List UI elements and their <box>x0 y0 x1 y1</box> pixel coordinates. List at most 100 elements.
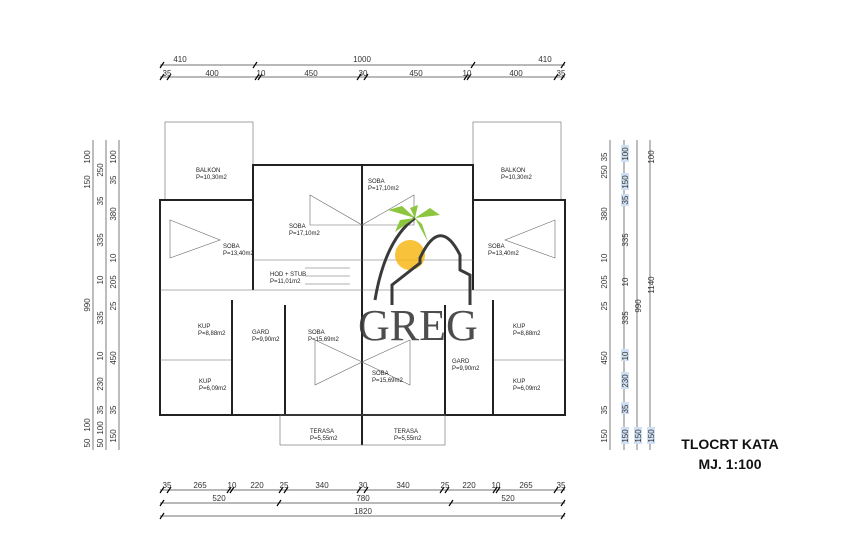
building-outline <box>390 234 472 305</box>
svg-text:KUP: KUP <box>513 379 525 385</box>
dim-label: 10 <box>621 351 630 360</box>
dim-label: 10 <box>463 69 472 78</box>
dim-label: 35 <box>96 405 105 414</box>
dim-label: 520 <box>501 494 515 503</box>
top-dimensions: 410 1000 410 35 400 10 450 30 450 10 400… <box>163 55 566 78</box>
dim-label: 100 <box>621 147 630 161</box>
dim-label: 780 <box>356 494 370 503</box>
dim-label: 335 <box>621 233 630 247</box>
dim-label: 10 <box>228 481 237 490</box>
dim-label: 410 <box>538 55 552 64</box>
dim-label: 150 <box>83 175 92 189</box>
dim-label: 380 <box>600 207 609 221</box>
dim-label: 35 <box>600 152 609 161</box>
svg-text:P=17,10m2: P=17,10m2 <box>289 231 321 237</box>
svg-text:P=9,90m2: P=9,90m2 <box>452 366 480 372</box>
dim-label: 35 <box>600 405 609 414</box>
dim-label: 450 <box>600 351 609 365</box>
dim-label: 150 <box>634 429 643 443</box>
dim-label: 1000 <box>353 55 371 64</box>
svg-text:TERASA: TERASA <box>394 429 418 435</box>
dim-label: 50 <box>96 438 105 447</box>
dim-label: 35 <box>163 69 172 78</box>
dim-label: 340 <box>315 481 329 490</box>
building-walls <box>159 121 566 446</box>
sun-icon <box>395 240 425 270</box>
dim-label: 150 <box>647 429 656 443</box>
dim-label: 10 <box>257 69 266 78</box>
svg-text:P=13,40m2: P=13,40m2 <box>488 251 520 257</box>
svg-text:P=17,10m2: P=17,10m2 <box>368 186 400 192</box>
palm-trunk <box>373 216 416 301</box>
dim-label: 25 <box>600 301 609 310</box>
drawing-scale: MJ. 1:100 <box>698 456 762 472</box>
dim-label: 450 <box>304 69 318 78</box>
svg-text:SOBA: SOBA <box>223 244 240 250</box>
svg-text:BALKON: BALKON <box>196 168 220 174</box>
dim-label: 25 <box>109 301 118 310</box>
dim-label: 100 <box>96 421 105 435</box>
svg-text:KUP: KUP <box>198 324 210 330</box>
dim-label: 1820 <box>354 507 372 516</box>
dim-label: 35 <box>163 481 172 490</box>
dim-label: 230 <box>621 374 630 388</box>
svg-text:P=13,40m2: P=13,40m2 <box>223 251 255 257</box>
svg-text:P=8,88m2: P=8,88m2 <box>198 331 226 337</box>
dim-label: 265 <box>193 481 207 490</box>
svg-text:P=5,55m2: P=5,55m2 <box>310 436 338 442</box>
dim-label: 990 <box>83 298 92 312</box>
svg-text:GARD: GARD <box>452 359 470 365</box>
palm-leaves-icon <box>388 205 440 242</box>
dim-label: 150 <box>109 429 118 443</box>
dim-label: 25 <box>280 481 289 490</box>
svg-text:P=5,55m2: P=5,55m2 <box>394 436 422 442</box>
dim-label: 450 <box>109 351 118 365</box>
dim-label: 220 <box>462 481 476 490</box>
greg-logo: GREG <box>358 205 478 350</box>
dim-label: 30 <box>359 481 368 490</box>
dim-label: 250 <box>600 165 609 179</box>
dim-label: 35 <box>109 405 118 414</box>
dim-label: 30 <box>359 69 368 78</box>
dim-label: 100 <box>83 150 92 164</box>
dim-label: 10 <box>621 277 630 286</box>
svg-text:P=11,01m2: P=11,01m2 <box>270 279 301 285</box>
dim-label: 150 <box>600 429 609 443</box>
dim-label: 400 <box>205 69 219 78</box>
svg-text:P=9,90m2: P=9,90m2 <box>252 337 280 343</box>
dim-label: 10 <box>96 351 105 360</box>
svg-text:P=10,30m2: P=10,30m2 <box>196 175 228 181</box>
left-dimensions: 100 150 990 100 50 250 35 335 10 335 10 … <box>83 150 118 448</box>
bottom-dimensions: 35 265 10 220 25 340 30 340 25 220 10 26… <box>163 481 566 516</box>
svg-text:P=8,88m2: P=8,88m2 <box>513 331 541 337</box>
dim-label: 100 <box>83 418 92 432</box>
dim-label: 10 <box>492 481 501 490</box>
svg-text:SOBA: SOBA <box>488 244 505 250</box>
svg-text:GARD: GARD <box>252 330 270 336</box>
dim-label: 10 <box>600 253 609 262</box>
svg-text:SOBA: SOBA <box>372 371 389 377</box>
dim-label: 335 <box>621 311 630 325</box>
dim-label: 100 <box>647 150 656 164</box>
dim-label: 335 <box>96 233 105 247</box>
dim-label: 1140 <box>647 276 656 294</box>
drawing-title: TLOCRT KATA <box>681 436 779 452</box>
dim-label: 100 <box>109 150 118 164</box>
dimension-lines <box>92 61 651 520</box>
svg-text:P=15,69m2: P=15,69m2 <box>308 337 340 343</box>
right-dimensions: 35 250 380 10 205 25 450 35 150 100 150 … <box>600 145 656 444</box>
dim-label: 35 <box>557 69 566 78</box>
svg-text:SOBA: SOBA <box>289 224 306 230</box>
